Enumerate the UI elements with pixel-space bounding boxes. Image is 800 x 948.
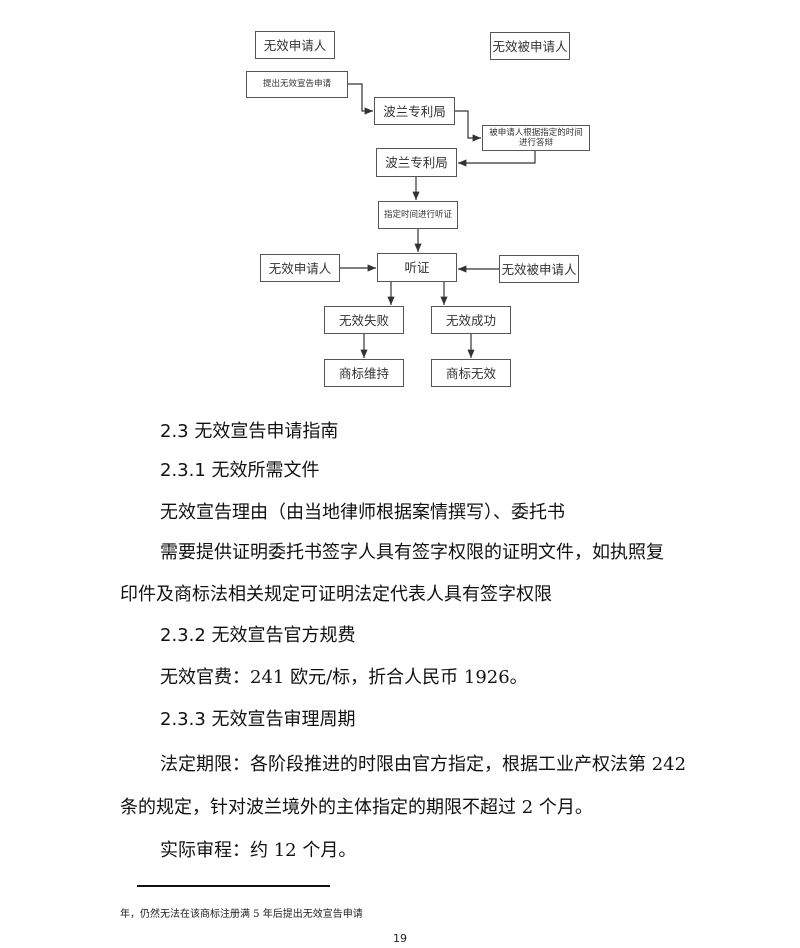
paragraph: 条的规定，针对波兰境外的主体指定的期限不超过 2 个月。 (120, 797, 593, 818)
paragraph: 实际审程：约 12 个月。 (160, 840, 357, 861)
box-schedule-hearing: 指定时间进行听证 (378, 201, 458, 229)
box-respondent-top: 无效被申请人 (490, 32, 570, 60)
box-invalid-fail: 无效失败 (324, 306, 404, 334)
heading-2-3-3: 2.3.3 无效宣告审理周期 (160, 709, 356, 730)
heading-2-3-2: 2.3.2 无效宣告官方规费 (160, 625, 356, 646)
box-mark-invalid: 商标无效 (431, 359, 511, 387)
heading-2-3: 2.3 无效宣告申请指南 (160, 421, 339, 442)
page-number: 19 (393, 932, 407, 945)
paragraph: 无效官费：241 欧元/标，折合人民币 1926。 (160, 667, 528, 688)
box-respondent-hearing: 无效被申请人 (499, 255, 579, 283)
paragraph: 无效宣告理由（由当地律师根据案情撰写）、委托书 (160, 502, 565, 523)
box-mark-maintained: 商标维持 (324, 359, 404, 387)
paragraph: 需要提供证明委托书签字人具有签字权限的证明文件，如执照复 (160, 542, 664, 563)
arrow-office-to-reply (455, 110, 481, 142)
heading-2-3-1: 2.3.1 无效所需文件 (160, 460, 320, 481)
arrow-request-to-office (348, 83, 373, 115)
arrow-reply-to-office (458, 150, 536, 167)
footnote: 年，仍然无法在该商标注册满 5 年后提出无效宣告申请 (120, 909, 363, 920)
box-office-2: 波兰专利局 (376, 148, 457, 177)
footnote-rule (137, 885, 330, 887)
box-invalid-success: 无效成功 (431, 306, 511, 334)
box-hearing: 听证 (377, 253, 457, 282)
box-respondent-reply: 被申请人根据指定的时间进行答辩 (482, 125, 590, 151)
box-applicant-top: 无效申请人 (255, 31, 335, 59)
box-office-1: 波兰专利局 (374, 97, 455, 125)
paragraph: 法定期限：各阶段推进的时限由官方指定，根据工业产权法第 242 (160, 754, 687, 775)
box-applicant-hearing: 无效申请人 (260, 254, 340, 282)
flowchart-arrows (340, 83, 536, 358)
paragraph: 印件及商标法相关规定可证明法定代表人具有签字权限 (120, 584, 552, 605)
box-file-request: 提出无效宣告申请 (246, 71, 348, 98)
